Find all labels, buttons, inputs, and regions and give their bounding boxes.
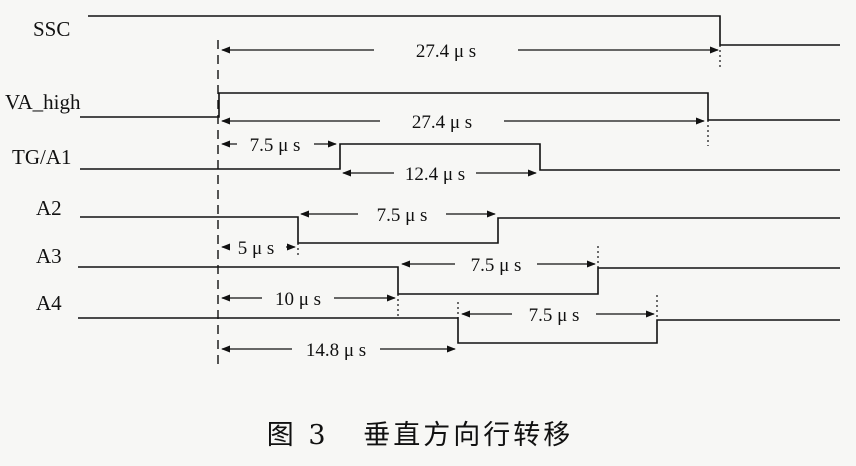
signal-label-tg-a1: TG/A1 (12, 145, 72, 169)
signal-label-a3: A3 (36, 244, 62, 268)
signal-label-va-high: VA_high (5, 90, 81, 114)
duration-label-ssc: 27.4 μ s (416, 41, 476, 62)
waveform-va-high (80, 92, 840, 121)
figure-caption: 图 3 垂直方向行转移 (267, 420, 574, 451)
waveform-a3 (78, 266, 840, 295)
waveform-a4 (78, 317, 840, 344)
waveform-a2 (80, 216, 840, 244)
waveform-tg-a1 (80, 143, 840, 171)
duration-label-a2-high: 7.5 μ s (377, 205, 428, 226)
duration-label-va-high: 27.4 μ s (412, 112, 472, 133)
signal-label-a4: A4 (36, 291, 62, 315)
duration-label-tg-a1-delay: 7.5 μ s (250, 135, 301, 156)
duration-label-a4-delay: 14.8 μ s (306, 340, 366, 361)
duration-label-a3-high: 7.5 μ s (471, 255, 522, 276)
duration-label-a3-delay: 10 μ s (275, 289, 321, 310)
waveform-ssc (88, 15, 840, 46)
signal-label-ssc: SSC (33, 17, 70, 41)
duration-label-tg-a1-high: 12.4 μ s (405, 164, 465, 185)
signal-label-a2: A2 (36, 196, 62, 220)
duration-label-a2-delay: 5 μ s (238, 238, 275, 259)
duration-label-a4-high: 7.5 μ s (529, 305, 580, 326)
